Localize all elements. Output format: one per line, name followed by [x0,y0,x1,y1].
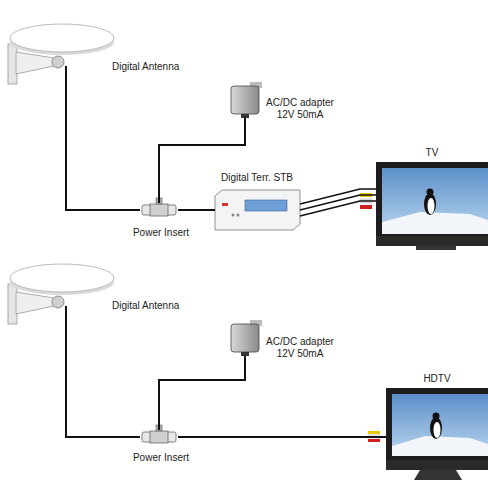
hdtv-illustration [386,460,488,470]
hdtv-illustration [386,388,488,470]
hdtv-node: HDTV [386,388,488,478]
device-label: AC/DC adapter 12V 50mA [264,336,336,360]
antenna-illustration [8,264,114,337]
adapter-illustration [231,86,259,114]
adapter-illustration [231,320,262,366]
device-label: Digital Terr. STB [207,172,307,184]
adapter-illustration [244,118,246,128]
cable-connector [178,209,215,211]
antenna-illustration [65,66,67,97]
power-insert-illustration [142,198,176,216]
power-insert-node: Power Insert [140,430,178,444]
antenna-illustration [52,296,64,308]
set-top-box-illustration [222,203,228,206]
tv-illustration [376,162,488,246]
tv-illustration [424,193,436,215]
antenna-illustration [10,264,114,292]
adapter-illustration [231,324,259,352]
power-insert-illustration [156,198,162,204]
set-top-box-illustration [215,190,300,230]
power-insert-illustration [142,432,176,442]
set-top-box-illustration [237,214,240,217]
adapter-node: AC/DC adapter 12V 50mA [228,80,262,128]
antenna-illustration [10,24,114,52]
adapter-illustration [241,114,249,118]
tv-illustration [360,193,372,197]
power-insert-illustration [156,425,162,431]
hdtv-illustration [392,394,488,456]
adapter-illustration [244,356,246,366]
device-label: Digital Antenna [112,61,202,73]
cable-connector [159,128,245,203]
tv-node: TV [376,162,488,250]
hdtv-illustration [414,470,462,480]
hdtv-illustration [430,417,442,439]
tv-illustration [360,205,372,209]
tv-illustration [382,168,488,234]
hdtv-illustration [392,436,488,456]
antenna-illustration [16,292,54,314]
device-label: Power Insert [126,227,196,239]
adapter-node: AC/DC adapter 12V 50mA [228,318,262,366]
hdtv-illustration [368,431,380,434]
tv-illustration [416,246,456,250]
set-top-box-illustration [215,190,300,230]
power-insert-illustration [142,425,176,443]
adapter-illustration [241,352,249,356]
antenna-node: Digital Antenna [8,22,72,97]
tv-illustration [376,236,488,246]
device-label: AC/DC adapter 12V 50mA [264,97,336,121]
cable-connector [159,366,245,430]
cable-connector [66,97,140,210]
hdtv-illustration [368,439,380,442]
power-insert-illustration [142,205,176,215]
tv-illustration [427,189,434,196]
power-insert-node: Power Insert [140,203,178,217]
set-top-box-node: Digital Terr. STB [215,190,300,230]
cable-connector [66,337,140,437]
hdtv-illustration [433,413,440,420]
antenna-illustration [16,52,54,74]
antenna-node: Digital Antenna [8,262,72,337]
set-top-box-illustration [232,214,235,217]
tv-illustration [428,198,435,214]
hdtv-illustration [368,435,380,438]
cable-connector [300,189,376,216]
device-label: TV [412,147,452,159]
device-label: HDTV [412,373,462,385]
hdtv-illustration [368,388,488,480]
power-insert-illustration [150,204,168,216]
tv-illustration [382,212,488,234]
set-top-box-illustration [245,200,287,211]
antenna-illustration [8,24,114,97]
antenna-illustration [65,306,67,337]
device-label: Digital Antenna [112,300,202,312]
tv-illustration [360,162,488,250]
device-label: Power Insert [126,452,196,464]
antenna-illustration [52,56,64,68]
hdtv-illustration [434,422,441,438]
power-insert-illustration [150,431,168,443]
tv-illustration [360,199,372,203]
cable-connector [178,436,386,438]
adapter-illustration [231,82,262,128]
